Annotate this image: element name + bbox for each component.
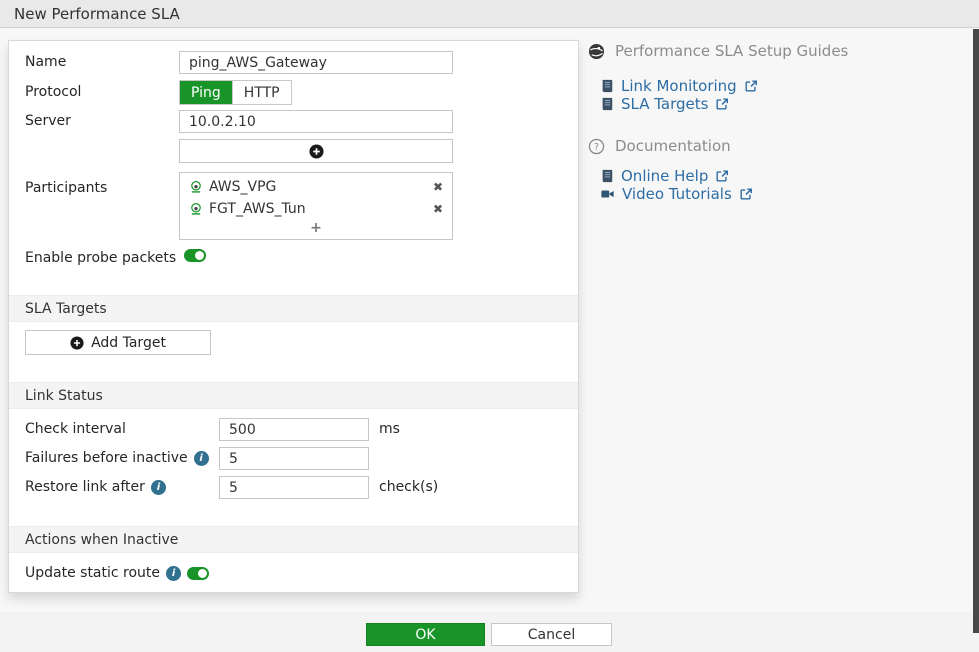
external-link-icon	[715, 169, 729, 183]
name-label: Name	[25, 54, 67, 70]
svg-text:?: ?	[594, 141, 599, 152]
video-tutorials-link[interactable]: Video Tutorials	[600, 185, 753, 203]
sla-targets-label: SLA Targets	[621, 95, 709, 113]
sla-targets-link[interactable]: SLA Targets	[600, 95, 729, 113]
participant-name: FGT_AWS_Tun	[209, 201, 306, 217]
check-interval-label: Check interval	[25, 421, 126, 437]
server-input[interactable]	[179, 110, 453, 133]
ok-button[interactable]: OK	[366, 623, 485, 646]
participant-row: FGT_AWS_Tun ✖	[180, 198, 452, 220]
add-target-button[interactable]: Add Target	[25, 330, 211, 355]
protocol-option-ping[interactable]: Ping	[180, 81, 232, 104]
restore-link-after-input[interactable]	[219, 476, 369, 499]
check-interval-input[interactable]	[219, 418, 369, 441]
failures-before-inactive-input[interactable]	[219, 447, 369, 470]
protocol-label: Protocol	[25, 84, 82, 100]
server-label: Server	[25, 113, 71, 129]
page-title: New Performance SLA	[0, 0, 979, 28]
add-server-button[interactable]	[179, 139, 453, 163]
actions-when-inactive-section-header: Actions when Inactive	[9, 526, 578, 553]
enable-probe-packets-label: Enable probe packets	[25, 250, 177, 266]
documentation-header: ? Documentation	[588, 137, 731, 155]
external-link-icon	[715, 97, 729, 111]
restore-label-text: Restore link after	[25, 479, 145, 495]
participant-row: AWS_VPG ✖	[180, 176, 452, 198]
participants-label: Participants	[25, 180, 108, 196]
participant-name: AWS_VPG	[209, 179, 277, 195]
interface-icon	[189, 180, 203, 194]
link-monitoring-label: Link Monitoring	[621, 77, 737, 95]
setup-guides-header-text: Performance SLA Setup Guides	[615, 42, 849, 60]
cancel-button[interactable]: Cancel	[491, 623, 612, 646]
info-icon: i	[150, 480, 166, 495]
restore-link-after-label: Restore link after i	[25, 476, 166, 499]
update-static-route-toggle[interactable]	[187, 567, 210, 580]
name-input[interactable]	[179, 51, 453, 74]
add-target-label: Add Target	[91, 334, 166, 351]
book-icon	[600, 97, 614, 111]
check-interval-unit: ms	[379, 421, 400, 437]
help-sidebar: Performance SLA Setup Guides Link Monito…	[588, 40, 968, 340]
video-tutorials-label: Video Tutorials	[622, 185, 732, 203]
online-help-label: Online Help	[621, 167, 709, 185]
documentation-header-text: Documentation	[615, 137, 731, 155]
failures-before-inactive-label: Failures before inactive i	[25, 447, 209, 470]
external-link-icon	[744, 79, 758, 93]
link-monitoring-link[interactable]: Link Monitoring	[600, 77, 758, 95]
question-circle-icon: ?	[588, 138, 605, 155]
online-help-link[interactable]: Online Help	[600, 167, 729, 185]
participants-list: AWS_VPG ✖ FGT_AWS_Tun ✖ +	[179, 172, 453, 240]
failures-label-text: Failures before inactive	[25, 450, 188, 466]
info-icon: i	[166, 566, 182, 581]
remove-participant-icon[interactable]: ✖	[432, 202, 443, 216]
protocol-segmented-control: Ping HTTP	[179, 80, 292, 105]
sla-targets-section-header: SLA Targets	[9, 295, 578, 322]
book-icon	[600, 79, 614, 93]
interface-icon	[189, 202, 203, 216]
enable-probe-packets-toggle[interactable]	[184, 249, 206, 262]
update-static-route-row: Update static route i	[25, 562, 210, 585]
add-participant-button[interactable]: +	[310, 220, 322, 236]
link-status-section-header: Link Status	[9, 382, 578, 409]
restore-link-after-unit: check(s)	[379, 479, 439, 495]
external-link-icon	[739, 187, 753, 201]
update-static-route-label: Update static route	[25, 565, 161, 581]
protocol-option-http[interactable]: HTTP	[231, 81, 291, 104]
performance-sla-form-panel: Name Protocol Ping HTTP Server Participa…	[8, 40, 579, 593]
footer-bar: OK Cancel	[0, 614, 979, 652]
setup-guides-header: Performance SLA Setup Guides	[588, 42, 848, 60]
info-icon: i	[193, 451, 209, 466]
remove-participant-icon[interactable]: ✖	[432, 180, 443, 194]
video-camera-icon	[600, 187, 615, 201]
guides-globe-icon	[588, 43, 605, 60]
vertical-scrollbar[interactable]	[973, 29, 979, 633]
plus-circle-icon	[70, 335, 84, 350]
plus-circle-icon	[308, 143, 324, 159]
book-icon	[600, 169, 614, 183]
